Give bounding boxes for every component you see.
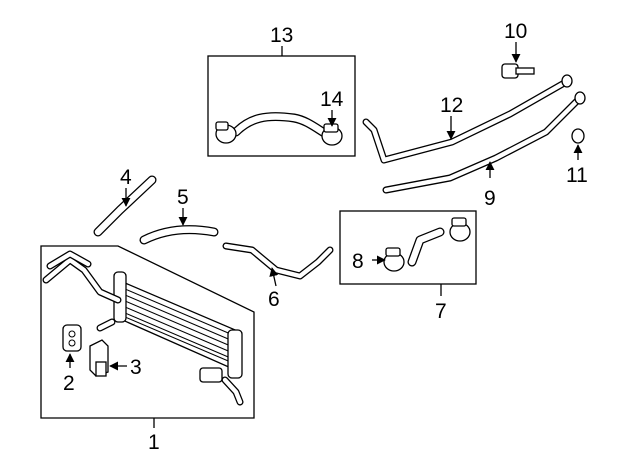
bracket-3[interactable] — [89, 339, 109, 377]
hose-kit-frame — [339, 210, 477, 285]
callout-2: 2 — [63, 372, 75, 395]
callout-7: 7 — [435, 300, 447, 323]
clamp-14[interactable] — [321, 123, 343, 146]
oil-cooler-group[interactable] — [40, 245, 255, 428]
callout-11: 11 — [566, 164, 588, 187]
callout-12: 12 — [440, 94, 463, 117]
clamp-7-right[interactable] — [449, 217, 471, 242]
tube-12[interactable] — [362, 74, 573, 164]
seal-11[interactable] — [571, 128, 585, 160]
clamp-8[interactable] — [383, 247, 405, 272]
callout-8: 8 — [352, 250, 364, 273]
hose-5[interactable] — [139, 208, 219, 245]
clamp-13-left[interactable] — [215, 121, 237, 144]
hose-4[interactable] — [93, 175, 157, 237]
oil-cooler-lines — [42, 250, 244, 406]
hose-7-piece[interactable] — [407, 227, 445, 267]
oil-cooler-frame — [40, 245, 255, 419]
callout-6: 6 — [268, 288, 280, 311]
callout-4: 4 — [120, 166, 132, 189]
fitting-10[interactable] — [501, 42, 535, 79]
callout-5: 5 — [177, 186, 189, 209]
tube-6[interactable] — [222, 242, 334, 287]
leader-6 — [269, 267, 279, 287]
callout-14: 14 — [320, 88, 344, 111]
callout-9: 9 — [484, 187, 496, 210]
callout-13: 13 — [270, 24, 293, 47]
hose-kit-group-7[interactable] — [339, 210, 477, 296]
bracket-2[interactable] — [62, 324, 82, 352]
callout-10: 10 — [504, 20, 527, 43]
callout-1: 1 — [148, 431, 160, 454]
callout-3: 3 — [130, 356, 142, 379]
hose-kit-group-13[interactable] — [207, 46, 356, 157]
hose-13-piece[interactable] — [231, 112, 331, 139]
tube-9[interactable] — [382, 91, 586, 194]
oil-cooler-core[interactable] — [113, 271, 243, 383]
